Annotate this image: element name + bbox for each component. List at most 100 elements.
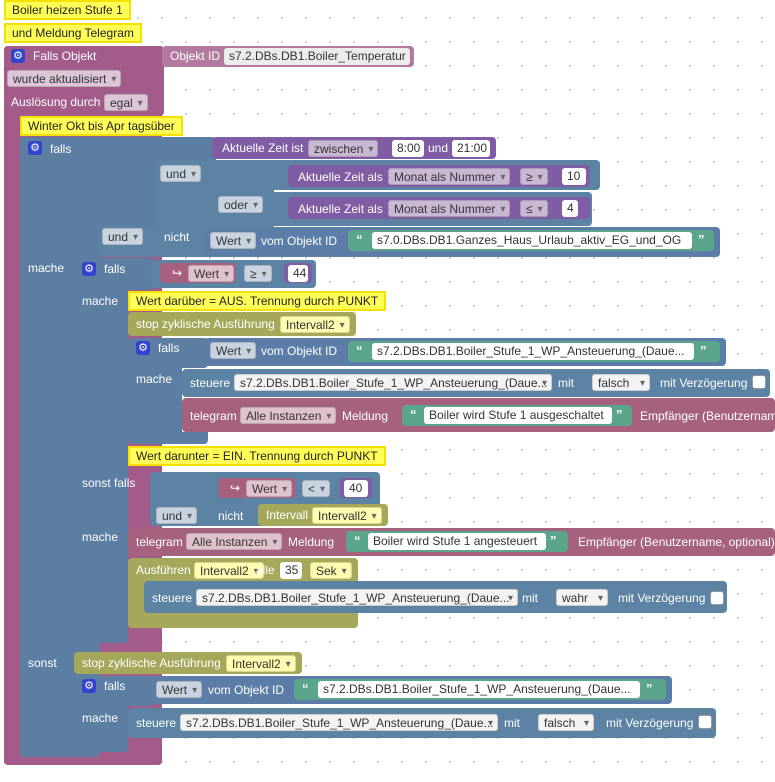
outer-falls-label: falls — [50, 142, 72, 156]
instances-dropdown[interactable]: Alle Instanzen — [240, 407, 337, 425]
value-false-dropdown[interactable]: falsch — [592, 374, 650, 392]
inner-mache-label: mache — [82, 294, 119, 308]
comment-text: Wert darunter = EIN. Trennung durch PUNK… — [136, 449, 378, 463]
wp-id-field-2[interactable]: s7.2.DBs.DB1.Boiler_Stufe_1_WP_Ansteueru… — [318, 681, 640, 698]
trigger-by-dropdown[interactable]: egal — [104, 94, 148, 112]
month-label-2: Aktuelle Zeit als — [298, 202, 383, 216]
trigger-label: Falls Objekt — [33, 49, 97, 63]
outer-mache-label: mache — [28, 261, 65, 275]
msg-off-string[interactable]: “ Boiler wird Stufe 1 ausgeschaltet ” — [402, 405, 632, 426]
wert-dropdown[interactable]: Wert — [246, 480, 293, 498]
value-true-dropdown[interactable]: wahr — [556, 589, 608, 607]
delay-label-2: mit Verzögerung — [618, 591, 706, 605]
inner-if-footer — [74, 632, 128, 642]
quote-open-icon: “ — [356, 343, 363, 358]
every-value[interactable]: 35 — [280, 562, 302, 579]
arrow-icon: ↪ — [172, 266, 183, 280]
value-false-dropdown-2[interactable]: falsch — [538, 714, 594, 732]
comment-text: Wert darüber = AUS. Trennung durch PUNKT — [136, 294, 379, 308]
stop-label-2: stop zyklische Ausführung — [82, 656, 221, 670]
lt-op-dropdown[interactable]: < — [302, 480, 331, 498]
gear-icon[interactable]: ⚙ — [82, 679, 96, 693]
interval-dropdown[interactable]: Intervall2 — [280, 316, 350, 334]
telegram-label: telegram — [190, 409, 237, 423]
comment-winter[interactable]: Winter Okt bis Apr tagsüber — [20, 116, 183, 136]
msg-on-field[interactable]: Boiler wird Stufe 1 angesteuert — [368, 533, 546, 550]
time-to-field[interactable]: 21:00 — [452, 140, 490, 157]
threshold-44[interactable]: 44 — [288, 265, 308, 282]
control-id-field-2[interactable]: s7.2.DBs.DB1.Boiler_Stufe_1_WP_Ansteueru… — [196, 589, 518, 606]
sonst-falls-label: sonst falls — [82, 476, 136, 490]
month-unit-dropdown-2[interactable]: Monat als Nummer — [388, 200, 511, 218]
value-dropdown[interactable]: Wert — [210, 232, 257, 250]
time-op-dropdown[interactable]: zwischen — [308, 140, 379, 158]
recipient-label: Empfänger (Benutzername — [640, 409, 775, 423]
delay-checkbox-2[interactable] — [710, 591, 724, 605]
month-val-1[interactable]: 10 — [562, 168, 586, 185]
interval-dropdown-3[interactable]: Intervall2 — [226, 655, 296, 673]
time-and-label: und — [428, 141, 449, 155]
interval-dropdown-2[interactable]: Intervall2 — [312, 507, 382, 525]
steuere-label-3: steuere — [136, 716, 177, 730]
nested-mache-label: mache — [136, 372, 173, 386]
control-id-field-3[interactable]: s7.2.DBs.DB1.Boiler_Stufe_1_WP_Ansteueru… — [180, 714, 498, 731]
telegram-label-2: telegram — [136, 535, 183, 549]
quote-close-icon: ” — [550, 533, 557, 548]
steuere-label-2: steuere — [152, 591, 193, 605]
value-dropdown[interactable]: Wert — [156, 681, 203, 699]
or-dropdown[interactable]: oder — [218, 196, 264, 214]
and2-dropdown[interactable]: und — [102, 228, 144, 246]
delay-checkbox[interactable] — [752, 375, 766, 389]
month-op-dropdown-2[interactable]: ≤ — [520, 200, 548, 218]
time-from-field[interactable]: 8:00 — [392, 140, 424, 157]
interval-label: Intervall — [266, 508, 309, 522]
wp-id-field[interactable]: s7.2.DBs.DB1.Boiler_Stufe_1_WP_Ansteueru… — [372, 343, 694, 360]
comment-text: und Meldung Telegram — [12, 26, 134, 40]
from-object-label: vom Objekt ID — [261, 344, 338, 358]
comment-title1[interactable]: Boiler heizen Stufe 1 — [4, 0, 131, 20]
arrow-icon: ↪ — [230, 481, 241, 495]
run-interval-dropdown[interactable]: Intervall2 — [194, 562, 264, 580]
month-unit-dropdown-1[interactable]: Monat als Nummer — [388, 168, 511, 186]
comment-above[interactable]: Wert darüber = AUS. Trennung durch PUNKT — [128, 291, 387, 311]
msg-on-string[interactable]: “ Boiler wird Stufe 1 angesteuert ” — [346, 531, 568, 552]
value-dropdown[interactable]: Wert — [210, 342, 257, 360]
stop-label: stop zyklische Ausführung — [136, 317, 275, 331]
else-mache-label: mache — [82, 711, 119, 725]
quote-close-icon: ” — [698, 232, 705, 247]
month-label-1: Aktuelle Zeit als — [298, 170, 383, 184]
wp-id-string[interactable]: “ s7.2.DBs.DB1.Boiler_Stufe_1_WP_Ansteue… — [348, 341, 720, 362]
unit-dropdown[interactable]: Sek — [310, 562, 352, 580]
vacation-id-field[interactable]: s7.0.DBs.DB1.Ganzes_Haus_Urlaub_aktiv_EG… — [372, 232, 692, 249]
month-val-2[interactable]: 4 — [562, 200, 578, 217]
comment-below[interactable]: Wert darunter = EIN. Trennung durch PUNK… — [128, 446, 386, 466]
delay-checkbox-3[interactable] — [698, 715, 712, 729]
time-label: Aktuelle Zeit ist — [222, 141, 304, 155]
quote-close-icon: ” — [646, 681, 653, 696]
object-id-field[interactable]: s7.2.DBs.DB1.Boiler_Temperatur — [224, 48, 410, 65]
delay-label: mit Verzögerung — [660, 376, 748, 390]
quote-open-icon: “ — [356, 232, 363, 247]
control-id-field[interactable]: s7.2.DBs.DB1.Boiler_Stufe_1_WP_Ansteueru… — [234, 374, 552, 391]
threshold-40[interactable]: 40 — [344, 480, 368, 497]
ge-op-dropdown[interactable]: ≥ — [244, 265, 272, 283]
gear-icon[interactable]: ⚙ — [82, 262, 96, 276]
comment-title2[interactable]: und Meldung Telegram — [4, 23, 142, 43]
every-label: alle — [256, 563, 275, 577]
from-object-label: vom Objekt ID — [261, 234, 338, 248]
and-dropdown[interactable]: und — [160, 165, 202, 183]
mit-label-3: mit — [504, 716, 520, 730]
gear-icon[interactable]: ⚙ — [136, 341, 150, 355]
wert-dropdown[interactable]: Wert — [188, 265, 235, 283]
gear-icon[interactable]: ⚙ — [11, 49, 25, 63]
object-id-label: Objekt ID — [170, 49, 221, 63]
gear-icon[interactable]: ⚙ — [28, 141, 42, 155]
month-op-dropdown-1[interactable]: ≥ — [520, 168, 548, 186]
instances-dropdown-2[interactable]: Alle Instanzen — [186, 533, 283, 551]
msg-off-field[interactable]: Boiler wird Stufe 1 ausgeschaltet — [424, 407, 612, 424]
inner-if-block[interactable] — [74, 258, 128, 643]
event-dropdown[interactable]: wurde aktualisiert — [7, 70, 122, 88]
vacation-id-string[interactable]: “ s7.0.DBs.DB1.Ganzes_Haus_Urlaub_aktiv_… — [348, 230, 714, 251]
and3-dropdown[interactable]: und — [156, 507, 198, 525]
wp-id-string-2[interactable]: “ s7.2.DBs.DB1.Boiler_Stufe_1_WP_Ansteue… — [294, 679, 666, 700]
